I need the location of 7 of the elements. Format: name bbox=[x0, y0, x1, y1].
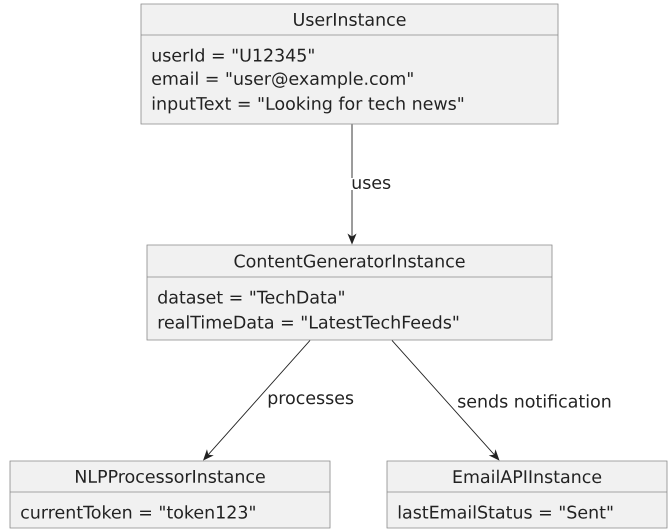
object-box: EmailAPIInstance lastEmailStatus = "Sent" bbox=[386, 460, 668, 528]
object-box: ContentGeneratorInstance dataset = "TechData" realTimeData = "LatestTechFeeds" bbox=[146, 244, 552, 340]
edge-label: processes bbox=[268, 394, 354, 408]
edge-label: uses bbox=[352, 178, 390, 189]
edge-label: sends notification bbox=[458, 394, 610, 408]
object-box: UserInstance userId = "U12345" email = "user@example.com" inputText = "Looking for tech news" bbox=[140, 4, 558, 124]
object-box: NLPProcessorInstance currentToken = "token123" bbox=[10, 460, 330, 528]
